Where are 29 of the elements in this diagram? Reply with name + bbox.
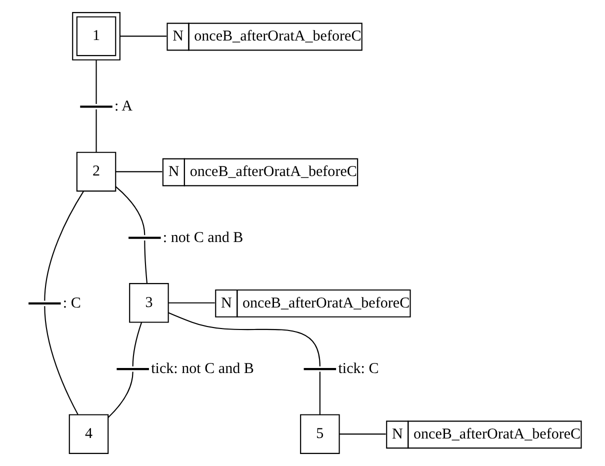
node-box: 2 <box>76 152 116 192</box>
connector <box>168 312 320 366</box>
connector <box>107 372 133 418</box>
connector <box>120 36 166 37</box>
node-label: : C <box>62 295 80 312</box>
node-bar <box>116 368 148 370</box>
node-box: 3 <box>128 283 168 323</box>
connector <box>115 171 162 172</box>
connector <box>338 434 386 435</box>
connector <box>114 186 145 236</box>
connector <box>318 372 320 414</box>
node-label: tick: C <box>338 361 378 378</box>
connector <box>95 109 96 152</box>
node-label: tick: not C and B <box>150 361 254 378</box>
connector <box>95 60 96 104</box>
node-bar <box>303 368 336 370</box>
connector <box>132 322 142 366</box>
node-bar <box>80 106 112 108</box>
connector <box>44 306 78 415</box>
node-bar <box>128 236 160 239</box>
connector <box>168 302 214 304</box>
connector <box>144 240 148 284</box>
node-box: 4 <box>68 414 108 454</box>
node-label: : not C and B <box>162 230 243 246</box>
node-box: 5 <box>300 414 340 454</box>
node-bar <box>28 302 60 304</box>
connector <box>44 191 84 301</box>
node-box: 1 <box>72 12 120 60</box>
node-label: : A <box>114 98 132 115</box>
